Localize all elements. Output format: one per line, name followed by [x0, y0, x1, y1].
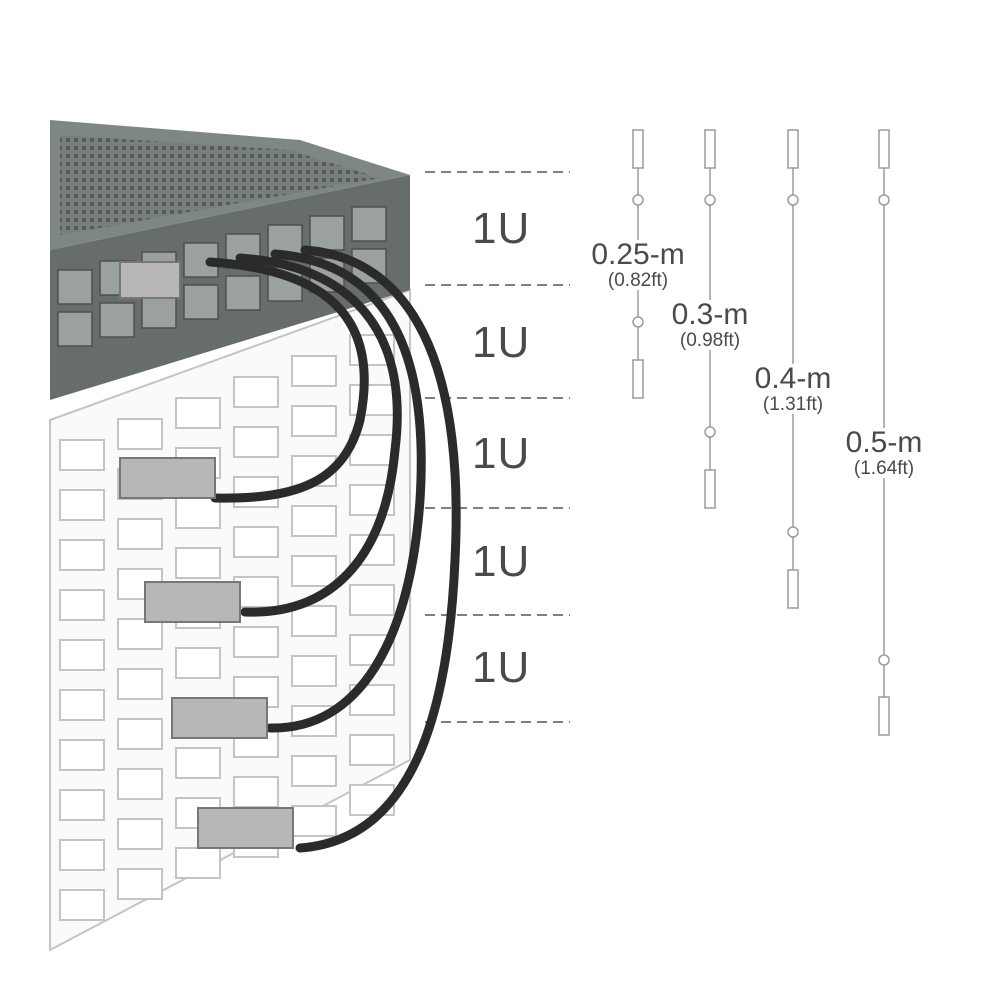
rack-port: [117, 668, 163, 700]
network-switch: [50, 120, 410, 400]
rack-unit-label: 1U: [472, 537, 531, 586]
rack-port: [291, 555, 337, 587]
cable-length-label: 0.4-m (1.31ft): [745, 364, 841, 414]
rack-port: [117, 418, 163, 450]
cable-length-illustrations: [632, 129, 890, 736]
rack-port: [349, 584, 395, 616]
rack-port: [59, 689, 105, 721]
rack-unit-label: 1U: [472, 318, 531, 367]
rack-port: [59, 489, 105, 521]
rack-port: [291, 805, 337, 837]
switch-port-row: [57, 206, 387, 347]
rack-port: [59, 889, 105, 921]
rack-port: [291, 605, 337, 637]
rack-port: [175, 747, 221, 779]
rack-port: [117, 868, 163, 900]
rack-port: [291, 655, 337, 687]
rack-port: [59, 739, 105, 771]
rack-port: [59, 839, 105, 871]
cable-0-25m: [205, 257, 369, 503]
length-metric: 0.25-m: [591, 238, 685, 271]
rack-port: [175, 397, 221, 429]
length-metric: 0.3-m: [671, 298, 749, 331]
rack-port: [291, 755, 337, 787]
length-imperial: (0.98ft): [679, 330, 741, 351]
cable-length-label: 0.5-m (1.64ft): [836, 428, 932, 478]
switch-port: [141, 293, 177, 329]
rack-port: [291, 405, 337, 437]
rack-port: [175, 847, 221, 879]
rack-port: [233, 426, 279, 458]
rack-port: [175, 547, 221, 579]
switch-port: [57, 269, 93, 305]
rack-port: [59, 589, 105, 621]
dac-cables: [205, 245, 461, 853]
length-metric: 0.5-m: [845, 426, 923, 459]
rack-port: [117, 518, 163, 550]
rack-port: [291, 505, 337, 537]
cable-length-label: 0.25-m (0.82ft): [583, 240, 693, 290]
length-imperial: (0.82ft): [607, 270, 669, 291]
length-metric: 0.4-m: [754, 362, 832, 395]
rack-port: [59, 439, 105, 471]
switch-port: [183, 284, 219, 320]
rack-unit-label: 1U: [472, 204, 531, 253]
switch-port: [225, 275, 261, 311]
length-imperial: (1.64ft): [853, 458, 915, 479]
switch-port: [99, 302, 135, 338]
rack-port: [233, 376, 279, 408]
rack-port: [117, 818, 163, 850]
rack-port: [291, 355, 337, 387]
rack-port: [117, 718, 163, 750]
switch-port: [309, 215, 345, 251]
rack-port: [233, 776, 279, 808]
rack-unit-label: 1U: [472, 643, 531, 692]
rack-port: [233, 626, 279, 658]
rack-port: [175, 497, 221, 529]
rack-port: [59, 539, 105, 571]
rack-port: [233, 526, 279, 558]
length-imperial: (1.31ft): [762, 394, 824, 415]
rack-port: [349, 384, 395, 416]
rack-port: [59, 789, 105, 821]
rack-port: [175, 647, 221, 679]
rack-port: [117, 768, 163, 800]
switch-port: [57, 311, 93, 347]
cable-0-3m: [235, 253, 402, 617]
rack-port: [59, 639, 105, 671]
rack-port: [349, 734, 395, 766]
cable-0-4m: [265, 249, 426, 733]
rack-port: [233, 576, 279, 608]
cable-0-5m: [295, 245, 461, 853]
switch-port: [351, 206, 387, 242]
sfp-modules: [119, 261, 294, 849]
rack-port: [117, 618, 163, 650]
cable-length-label: 0.3-m (0.98ft): [662, 300, 758, 350]
rack-unit-label: 1U: [472, 429, 531, 478]
